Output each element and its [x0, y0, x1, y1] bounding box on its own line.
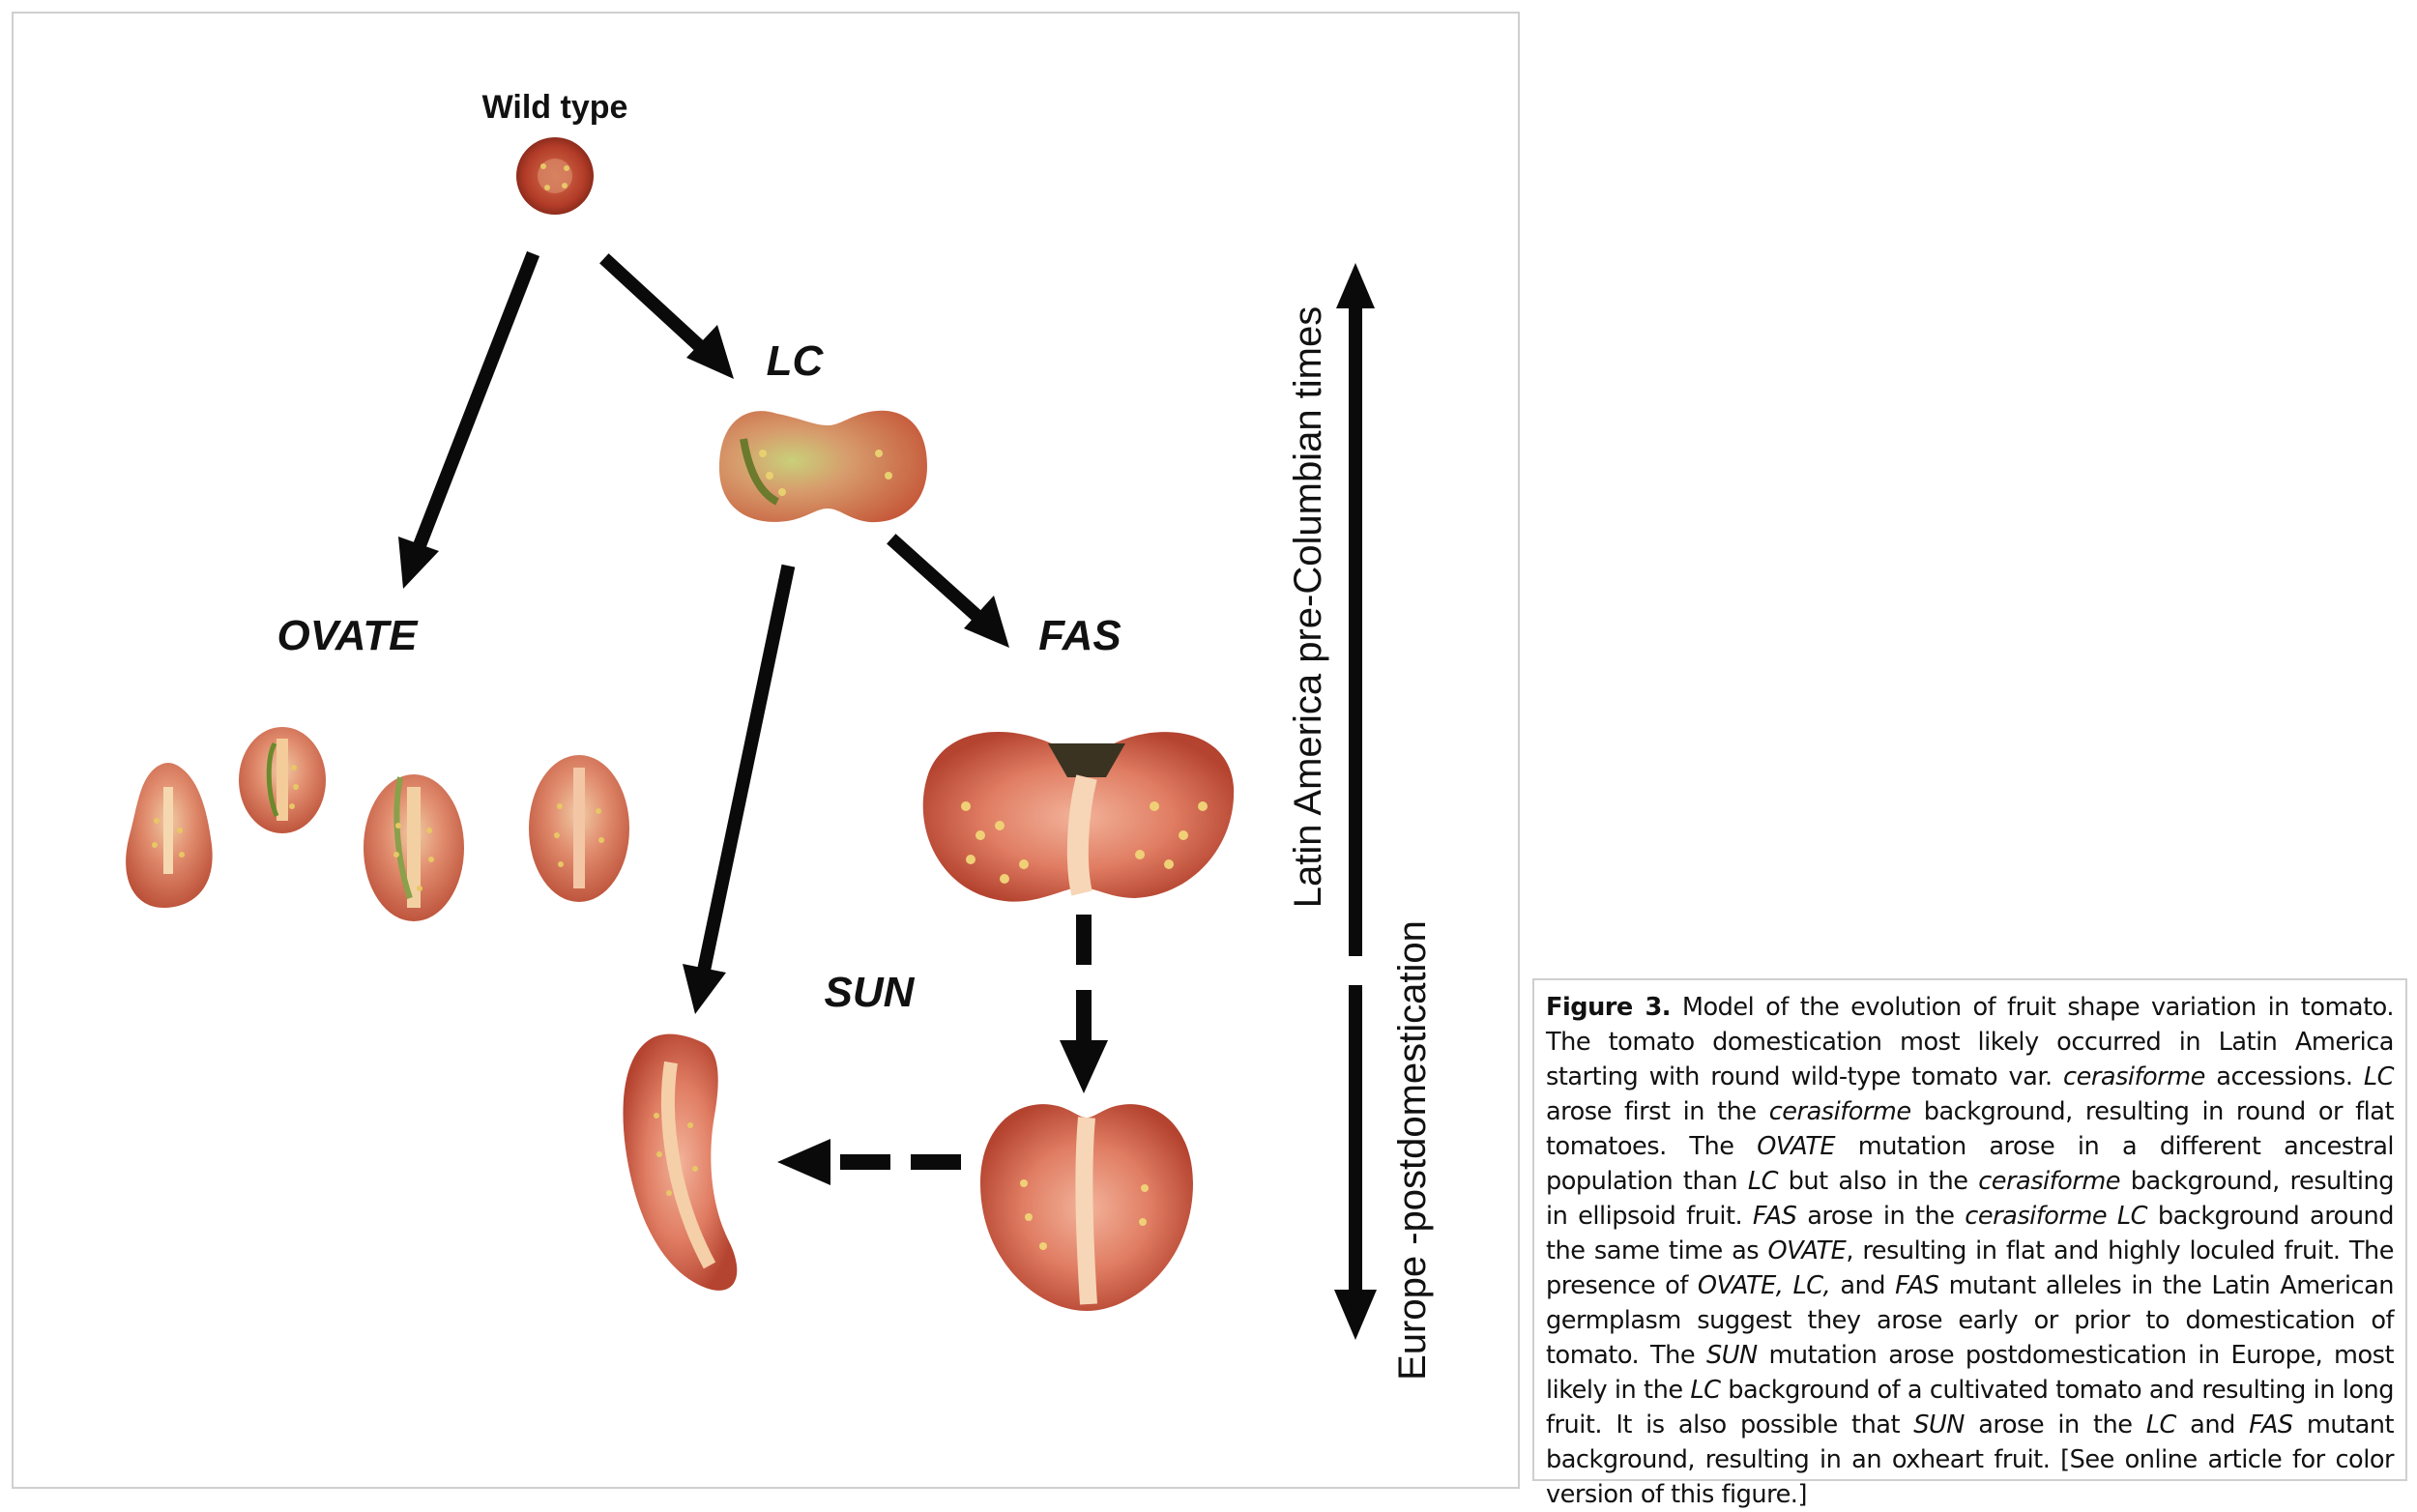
arrow-fas-to-oxheart-dashed: [1060, 915, 1108, 1093]
arrow-wild-to-ovate: [398, 250, 540, 589]
caption-text-segment: but also in the: [1777, 1167, 1979, 1196]
caption-text-segment: background around the same time as: [1546, 1202, 2395, 1265]
label-wild-type: Wild type: [482, 89, 628, 126]
figure-panel: Wild type LC OVATE FAS SUN: [12, 12, 1520, 1489]
label-fas: FAS: [1038, 612, 1121, 659]
caption-text-segment: mutation arose in a different ancestral …: [1546, 1132, 2395, 1196]
caption-figure-label: Figure 3.: [1546, 993, 1672, 1022]
wild-type-tomato-image: [516, 137, 594, 215]
ovate-tomato-4: [529, 755, 629, 902]
evolution-diagram: Wild type LC OVATE FAS SUN: [126, 89, 1434, 1381]
caption-text-segment: , resulting in flat and highly loculed f…: [1546, 1236, 2395, 1300]
arrow-lc-to-fas: [887, 534, 1009, 648]
caption-italic-term: cerasiforme LC: [1965, 1202, 2148, 1231]
fas-tomato-image: [922, 732, 1235, 902]
caption-text-segment: background, resulting in round or flat t…: [1546, 1097, 2395, 1161]
caption-italic-term: FAS: [2249, 1410, 2293, 1439]
sun-tomato-image: [623, 1033, 738, 1291]
caption-italic-term: LC: [1747, 1167, 1779, 1196]
arrow-wild-to-lc: [599, 253, 734, 379]
caption-text-segment: background of a cultivated tomato and re…: [1546, 1376, 2395, 1439]
caption-italic-term: FAS: [1752, 1202, 1797, 1231]
caption-text-segment: arose in the: [1796, 1202, 1966, 1231]
caption-italic-term: OVATE: [1767, 1236, 1847, 1265]
caption-italic-term: OVATE: [1757, 1132, 1836, 1161]
ovate-tomato-3: [364, 774, 464, 921]
label-sun: SUN: [825, 969, 916, 1016]
arrows: [398, 250, 1377, 1340]
caption-italic-term: SUN: [1913, 1410, 1965, 1439]
caption-text-segment: arose in the: [1964, 1410, 2146, 1439]
label-ovate: OVATE: [277, 612, 419, 659]
timeline-arrow-down: [1334, 985, 1377, 1340]
caption-italic-term: LC: [2145, 1410, 2177, 1439]
caption-italic-term: cerasiforme: [2063, 1062, 2205, 1091]
caption-italic-term: LC: [1690, 1376, 1721, 1405]
oxheart-tomato-image: [980, 1104, 1193, 1311]
caption-italic-term: SUN: [1705, 1341, 1758, 1370]
caption-text-segment: mutant alleles in the Latin American ger…: [1546, 1271, 2395, 1370]
label-lc: LC: [767, 337, 825, 385]
caption-text-segment: and: [2175, 1410, 2250, 1439]
arrow-lc-to-sun: [683, 564, 796, 1014]
caption-text-segment: mutation arose postdomestication in Euro…: [1546, 1341, 2395, 1405]
arrow-oxheart-to-sun-dashed: [777, 1139, 961, 1185]
caption-text-segment: arose first in the: [1546, 1097, 1769, 1126]
caption-italic-term: cerasiforme: [1978, 1167, 2121, 1196]
caption-italic-term: FAS: [1895, 1271, 1939, 1300]
caption-italic-term: cerasiforme: [1768, 1097, 1911, 1126]
timeline-label-latin-america: Latin America pre-Columbian times: [1287, 306, 1329, 908]
timeline-label-europe: Europe -postdomestication: [1391, 920, 1434, 1381]
figure-caption: Figure 3. Model of the evolution of frui…: [1546, 990, 2395, 1512]
caption-text-segment: Model of the evolution of fruit shape va…: [1546, 993, 2395, 1091]
caption-panel: Figure 3. Model of the evolution of frui…: [1532, 978, 2407, 1509]
ovate-tomato-2: [239, 727, 326, 833]
lc-tomato-image: [719, 410, 927, 523]
caption-text-segment: and: [1830, 1271, 1896, 1300]
caption-italic-term: LC: [2363, 1062, 2395, 1091]
caption-text-segment: accessions.: [2204, 1062, 2364, 1091]
caption-italic-term: OVATE, LC,: [1697, 1271, 1831, 1300]
ovate-tomato-images: [126, 727, 629, 921]
timeline-arrow-up: [1336, 263, 1375, 956]
caption-text-segment: background, resulting in ellipsoid fruit…: [1546, 1167, 2395, 1231]
ovate-tomato-1: [126, 763, 213, 908]
